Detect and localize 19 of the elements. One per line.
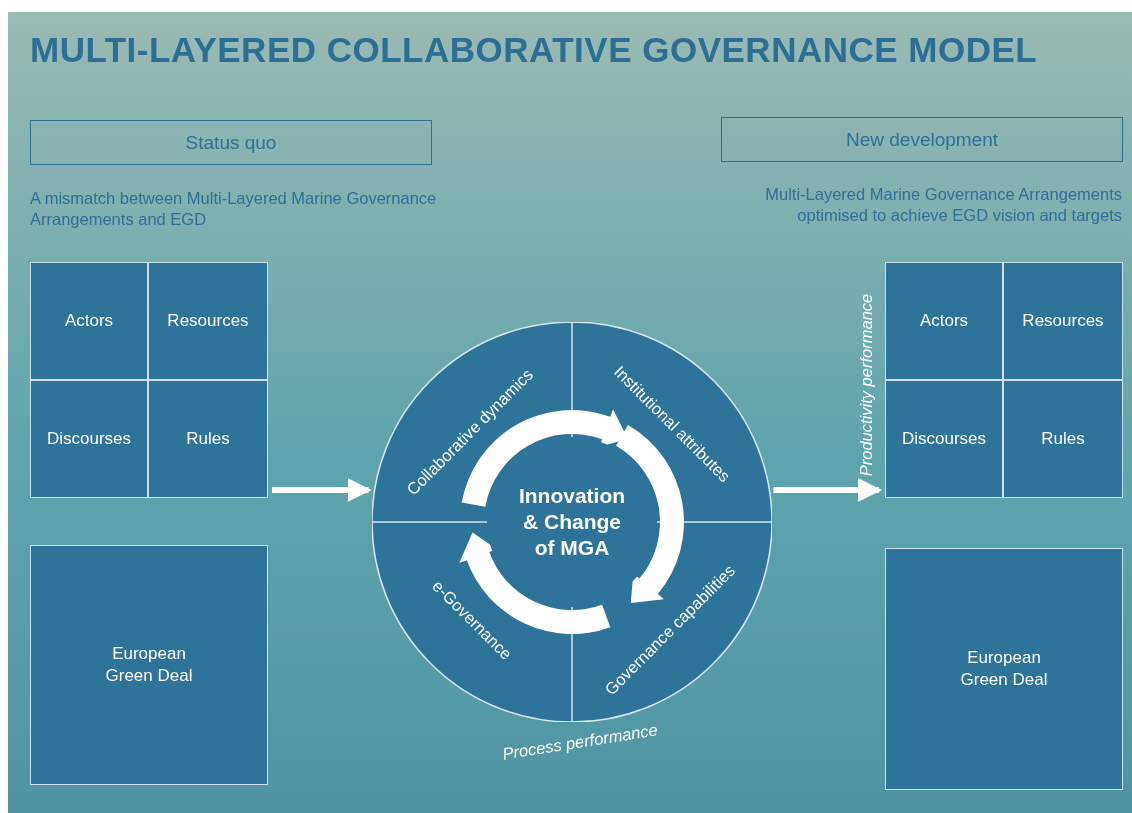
puzzle-piece: European Green Deal — [885, 548, 1123, 790]
puzzle-piece: Discourses — [30, 380, 148, 498]
puzzle-piece: Actors — [30, 262, 148, 380]
arrow — [773, 478, 882, 502]
puzzle-piece: Rules — [148, 380, 268, 498]
description: A mismatch between Multi-Layered Marine Governance Arrangements and EGD — [30, 188, 438, 230]
puzzle-piece: European Green Deal — [30, 545, 268, 785]
puzzle-piece: Discourses — [885, 380, 1003, 498]
puzzle-piece: Resources — [148, 262, 268, 380]
puzzle-piece: Resources — [1003, 262, 1123, 380]
arrow — [272, 478, 372, 502]
puzzle-piece: Rules — [1003, 380, 1123, 498]
heading-box: Status quo — [30, 120, 432, 165]
heading-box: New development — [721, 117, 1123, 162]
description: Multi-Layered Marine Governance Arrangements optimised to achieve EGD vision and targets — [764, 184, 1122, 226]
title: MULTI-LAYERED COLLABORATIVE GOVERNANCE MODEL — [30, 30, 1038, 70]
side-caption: Productivity performance — [856, 293, 876, 477]
puzzle-piece: Actors — [885, 262, 1003, 380]
side-caption: Process performance — [501, 720, 659, 764]
